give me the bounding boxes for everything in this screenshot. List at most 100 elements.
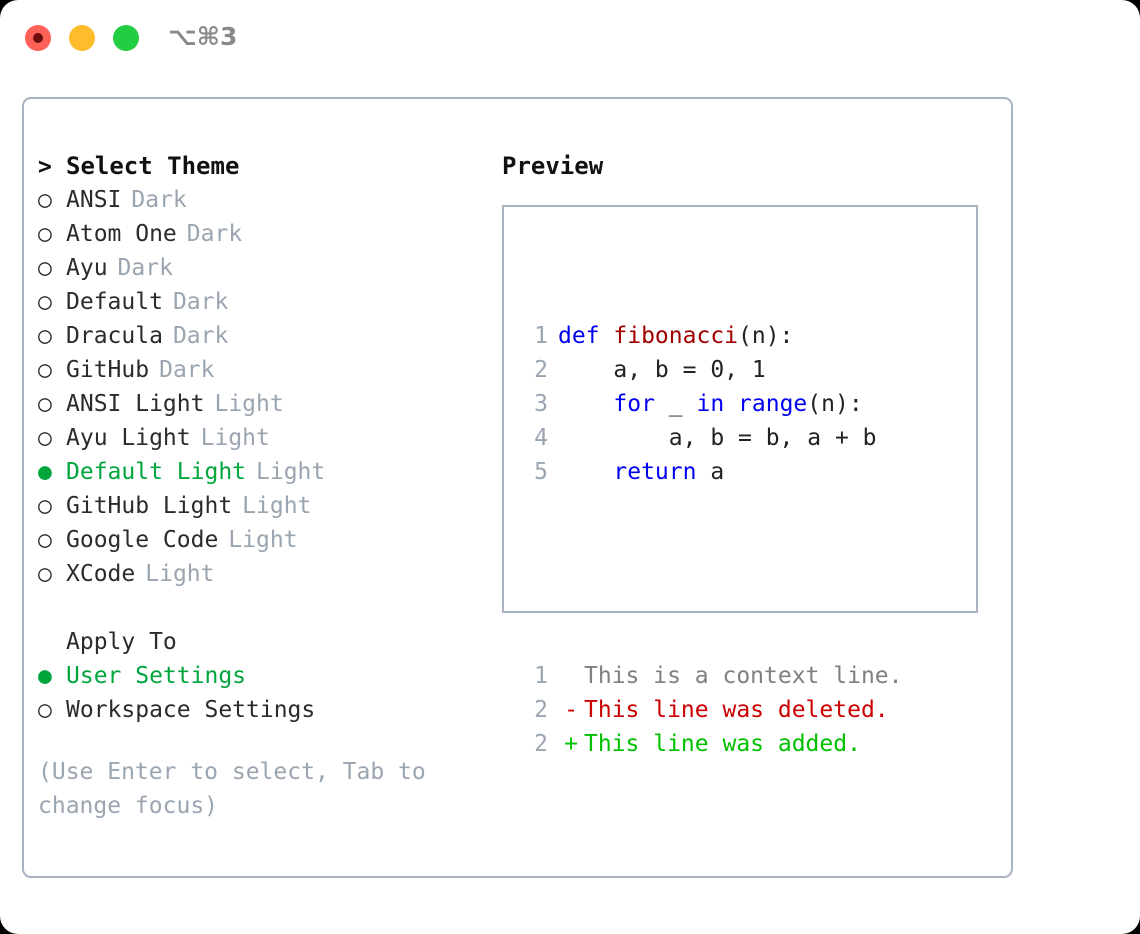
close-button[interactable] xyxy=(25,25,51,51)
theme-variant-tag: Light xyxy=(145,561,215,587)
theme-option-label: Dracula xyxy=(66,323,163,349)
code-token: a xyxy=(696,459,725,485)
theme-option-ansi-light[interactable]: ○ ANSI Light Light xyxy=(38,387,488,421)
preview-title: Preview xyxy=(502,152,604,180)
code-line: 1 def fibonacci(n): xyxy=(518,319,903,353)
code-line-number: 1 xyxy=(534,323,548,349)
code-token: range xyxy=(738,391,808,417)
diff-line-text: This line was deleted. xyxy=(584,697,889,723)
theme-option-ayu[interactable]: ○ Ayu Dark xyxy=(38,251,488,285)
code-line-number: 3 xyxy=(534,391,548,417)
maximize-button[interactable] xyxy=(113,25,139,51)
title-bar: ⌥⌘3 xyxy=(0,0,1140,78)
theme-option-label: Ayu Light xyxy=(66,425,191,451)
code-line-number: 5 xyxy=(534,459,548,485)
keyboard-shortcut-label: ⌥⌘3 xyxy=(168,22,238,51)
select-theme-header-label: Select Theme xyxy=(66,152,240,180)
code-token xyxy=(558,387,613,421)
code-line: 2 a, b = 0, 1 xyxy=(518,353,903,387)
code-line: 4 a, b = b, a + b xyxy=(518,421,903,455)
theme-option-label: Default xyxy=(66,289,163,315)
keyboard-hint-text: (Use Enter to select, Tab to change focu… xyxy=(38,759,426,819)
theme-option-default[interactable]: ○ Default Dark xyxy=(38,285,488,319)
code-token: def xyxy=(558,323,614,349)
diff-line-text: This is a context line. xyxy=(584,663,903,689)
theme-variant-tag: Dark xyxy=(159,357,215,383)
theme-option-label: ANSI Light xyxy=(66,391,205,417)
radio-empty-icon: ○ xyxy=(38,187,52,213)
theme-option-google-code[interactable]: ○ Google Code Light xyxy=(38,523,488,557)
code-token: _ xyxy=(654,391,697,417)
radio-empty-icon: ○ xyxy=(38,255,52,281)
apply-to-option-label: User Settings xyxy=(66,663,247,689)
code-token xyxy=(558,455,613,489)
diff-line-number: 2 xyxy=(534,697,548,723)
window-controls xyxy=(25,25,139,51)
radio-empty-icon: ○ xyxy=(38,221,52,247)
theme-option-dracula[interactable]: ○ Dracula Dark xyxy=(38,319,488,353)
code-token xyxy=(724,387,738,421)
theme-option-label: GitHub xyxy=(66,357,150,383)
theme-variant-tag: Light xyxy=(200,425,270,451)
radio-empty-icon: ○ xyxy=(38,697,52,723)
theme-variant-tag: Light xyxy=(242,493,312,519)
radio-selected-icon: ● xyxy=(38,663,52,689)
radio-empty-icon: ○ xyxy=(38,289,52,315)
theme-variant-tag: Dark xyxy=(117,255,173,281)
radio-empty-icon: ○ xyxy=(38,493,52,519)
minimize-button[interactable] xyxy=(69,25,95,51)
radio-empty-icon: ○ xyxy=(38,561,52,587)
diff-marker-icon: + xyxy=(564,731,578,757)
diff-marker-icon xyxy=(558,659,584,693)
diff-line-number: 2 xyxy=(534,731,548,757)
radio-empty-icon: ○ xyxy=(38,425,52,451)
theme-option-label: Ayu xyxy=(66,255,108,281)
theme-option-label: Default Light xyxy=(66,459,247,485)
theme-variant-tag: Dark xyxy=(172,289,229,315)
code-token: in xyxy=(696,391,725,417)
code-token: a, b = b, a + b xyxy=(558,425,877,451)
theme-option-github-light[interactable]: ○ GitHub Light Light xyxy=(38,489,488,523)
apply-to-label: Apply To xyxy=(66,629,177,655)
radio-empty-icon: ○ xyxy=(38,391,52,417)
apply-to-option-user-settings[interactable]: ● User Settings xyxy=(38,659,488,693)
diff-marker-icon: - xyxy=(564,697,578,723)
apply-to-option-workspace-settings[interactable]: ○ Workspace Settings xyxy=(38,693,488,727)
code-token: (n): xyxy=(738,323,794,349)
theme-variant-tag: Light xyxy=(228,527,298,553)
prompt-caret-icon: > xyxy=(38,154,52,180)
theme-option-label: Google Code xyxy=(66,527,219,553)
code-line: 3 for _ in range(n): xyxy=(518,387,903,421)
theme-variant-tag: Dark xyxy=(186,221,243,247)
diff-line: 2 +This line was added. xyxy=(518,727,903,761)
code-token: fibonacci xyxy=(613,323,739,349)
apply-to-option-label: Workspace Settings xyxy=(66,697,316,723)
diff-line-number: 1 xyxy=(534,663,548,689)
theme-variant-tag: Light xyxy=(214,391,284,417)
radio-empty-icon: ○ xyxy=(38,527,52,553)
theme-variant-tag: Dark xyxy=(172,323,229,349)
theme-option-ayu-light[interactable]: ○ Ayu Light Light xyxy=(38,421,488,455)
radio-empty-icon: ○ xyxy=(38,323,52,349)
diff-line: 2-This line was deleted. xyxy=(518,693,903,727)
diff-line-text: This line was added. xyxy=(584,731,861,757)
code-line-number: 2 xyxy=(534,357,548,383)
code-token: return xyxy=(613,459,697,485)
select-theme-header: > Select Theme xyxy=(38,149,488,183)
diff-line: 1 This is a context line. xyxy=(518,659,903,693)
theme-option-label: GitHub Light xyxy=(66,493,233,519)
apply-to-section-label: Apply To xyxy=(38,625,488,659)
diff-sample: 1 This is a context line.2-This line was… xyxy=(518,659,903,761)
